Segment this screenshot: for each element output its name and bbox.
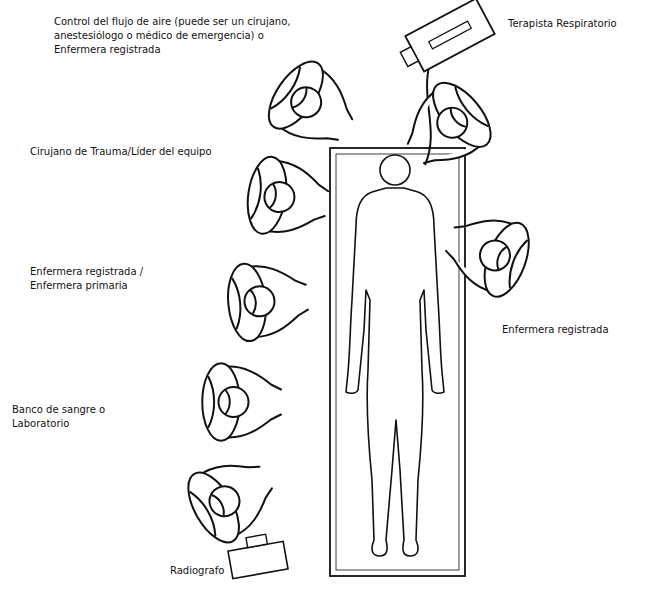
role-label: Cirujano de Trauma/Líder del equipo	[28, 144, 214, 160]
role-label: Banco de sangre o Laboratorio	[10, 402, 164, 432]
role-label: Radiografo	[168, 563, 226, 579]
role-label: Control del flujo de aire (puede ser un …	[52, 14, 302, 58]
role-label: Enfermera registrada	[500, 322, 611, 338]
role-label: Terapista Respiratorio	[506, 16, 619, 32]
role-label: Enfermera registrada / Enfermera primari…	[28, 264, 182, 294]
